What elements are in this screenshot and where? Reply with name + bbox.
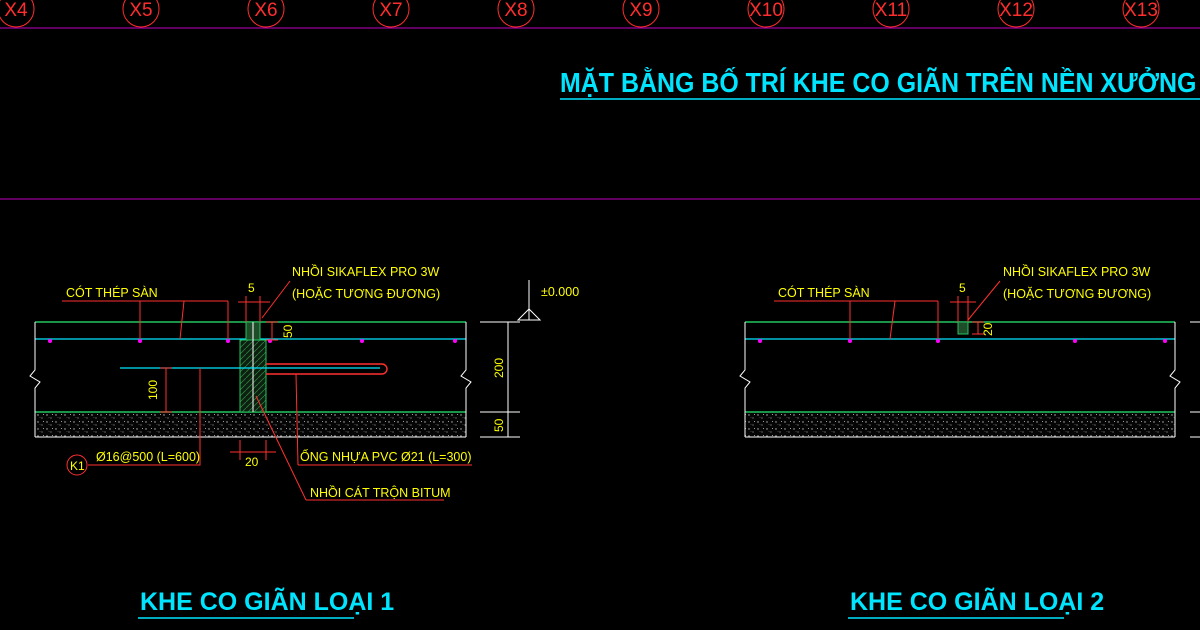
- detail-1-sealant-label: NHỒI SIKAFLEX PRO 3W: [292, 264, 439, 279]
- rebar-dot: [360, 339, 364, 343]
- detail-1-gap-dim: [238, 296, 270, 322]
- rebar-dot: [48, 339, 52, 343]
- detail-1-dowel-leader: [88, 368, 201, 466]
- grid-axis-label: X7: [379, 0, 402, 21]
- grid-axis-bubble: [247, 0, 285, 28]
- rebar-dot: [758, 339, 762, 343]
- grid-axis-x5: X5: [122, 0, 160, 28]
- detail-2-section: CÓT THÉP SÀN NHỒI SIKAFLEX PRO 3W (HOẶC …: [739, 264, 1200, 619]
- detail-2-caption: KHE CO GIÃN LOẠI 2: [850, 586, 1104, 616]
- rebar-dot: [848, 339, 852, 343]
- grid-axis-x11: X11: [872, 0, 910, 28]
- detail-1-width-dim-label: 20: [245, 455, 259, 469]
- detail-2-seal-depth-dim: [972, 321, 984, 335]
- detail-1-rebar-leader: [62, 300, 229, 340]
- grid-axis-bubble: [872, 0, 910, 28]
- detail-2-base-layer: [745, 412, 1175, 437]
- detail-1-pvc-leader: [295, 373, 472, 466]
- detail-1-seal-depth-label: 50: [281, 324, 295, 338]
- grid-axis-x8: X8: [497, 0, 535, 28]
- grid-axis-label: X11: [875, 0, 907, 21]
- detail-2-left-break: [739, 322, 751, 437]
- rebar-dot: [453, 339, 457, 343]
- detail-1-rebar-dots: [48, 339, 457, 343]
- grid-axis-bubble: [497, 0, 535, 28]
- grid-axis-bubble: [122, 0, 160, 28]
- grid-axis-x4: X4: [0, 0, 35, 28]
- detail-1-slab-dim-label: 200: [492, 358, 506, 378]
- detail-1-level-label: ±0.000: [541, 285, 579, 299]
- detail-2-rebar-label: CÓT THÉP SÀN: [778, 285, 870, 300]
- detail-1-dowel-label: Ø16@500 (L=600): [96, 450, 200, 464]
- grid-axis-x10: X10: [747, 0, 785, 28]
- grid-axis-label: X5: [129, 0, 152, 21]
- grid-axis-label: X4: [4, 0, 28, 21]
- detail-1-dowel-tag: K1: [70, 459, 85, 473]
- detail-1-width-dim: [230, 440, 276, 460]
- detail-1-level-marker: [516, 280, 542, 321]
- grid-axis-row: X4 X5 X6 X7 X8 X9 X10 X11 X12 X13: [0, 0, 1160, 28]
- detail-1-seal-depth-dim: [266, 321, 278, 341]
- detail-1-right-break: [460, 322, 472, 437]
- detail-1-rebar-label: CÓT THÉP SÀN: [66, 285, 158, 300]
- detail-1-bitumen-leader: [255, 395, 444, 501]
- grid-axis-label: X12: [999, 0, 1033, 21]
- grid-axis-label: X9: [629, 0, 652, 21]
- detail-2-sealant-fill: [957, 321, 969, 335]
- grid-axis-bubble: [997, 0, 1035, 28]
- detail-2-rebar-dots: [758, 339, 1167, 343]
- detail-2-seal-depth-label: 20: [981, 322, 995, 336]
- grid-axis-x12: X12: [997, 0, 1035, 28]
- grid-axis-x7: X7: [372, 0, 410, 28]
- grid-axis-label: X8: [504, 0, 527, 21]
- grid-axis-bubble: [1122, 0, 1160, 28]
- detail-1-gap-dim-label: 5: [248, 281, 255, 295]
- detail-2-gap-dim: [950, 296, 976, 322]
- detail-1-sealant-leader: [261, 280, 291, 319]
- detail-2-gap-dim-label: 5: [959, 281, 966, 295]
- detail-2-sealant-alt: (HOẶC TƯƠNG ĐƯƠNG): [1003, 286, 1151, 301]
- detail-1-dowel-tag-circle: [66, 454, 88, 476]
- detail-1-pvc-label: ỐNG NHỰA PVC Ø21 (L=300): [300, 449, 472, 464]
- grid-axis-label: X10: [749, 0, 783, 21]
- detail-1-bitumen-label: NHỒI CÁT TRỘN BITUM: [310, 485, 451, 500]
- rebar-dot: [226, 339, 230, 343]
- detail-1-sealant-alt: (HOẶC TƯƠNG ĐƯƠNG): [292, 286, 440, 301]
- rebar-dot: [1073, 339, 1077, 343]
- grid-axis-label: X13: [1124, 0, 1158, 21]
- detail-1-pvc-sleeve: [266, 363, 388, 375]
- grid-axis-label: X6: [254, 0, 277, 21]
- detail-2-sealant-leader: [967, 280, 1001, 321]
- detail-2-rebar-leader: [774, 300, 939, 340]
- detail-1-left-break: [29, 322, 41, 437]
- detail-2-slab-dim-stub: [1190, 321, 1200, 438]
- detail-1-dowel-height-label: 100: [146, 380, 160, 400]
- rebar-dot: [936, 339, 940, 343]
- detail-1-base-dim-label: 50: [492, 418, 506, 432]
- rebar-dot: [138, 339, 142, 343]
- grid-axis-x6: X6: [247, 0, 285, 28]
- rebar-dot: [1163, 339, 1167, 343]
- detail-1-base-layer: [35, 412, 466, 437]
- detail-2-sealant-label: NHỒI SIKAFLEX PRO 3W: [1003, 264, 1150, 279]
- grid-axis-bubble: [372, 0, 410, 28]
- grid-axis-bubble: [622, 0, 660, 28]
- detail-1-slab-dim: [480, 321, 520, 438]
- detail-1-dowel-height-dim: [160, 367, 172, 413]
- grid-axis-bubble: [0, 0, 35, 28]
- grid-axis-x9: X9: [622, 0, 660, 28]
- plan-title: MẶT BẰNG BỐ TRÍ KHE CO GIÃN TRÊN NỀN XƯỞ…: [560, 66, 1200, 98]
- grid-axis-bubble: [747, 0, 785, 28]
- detail-1-caption: KHE CO GIÃN LOẠI 1: [140, 586, 394, 616]
- grid-axis-x13: X13: [1122, 0, 1160, 28]
- detail-1-section: CÓT THÉP SÀN NHỒI SIKAFLEX PRO 3W (HOẶC …: [29, 264, 579, 619]
- detail-2-right-break: [1169, 322, 1181, 437]
